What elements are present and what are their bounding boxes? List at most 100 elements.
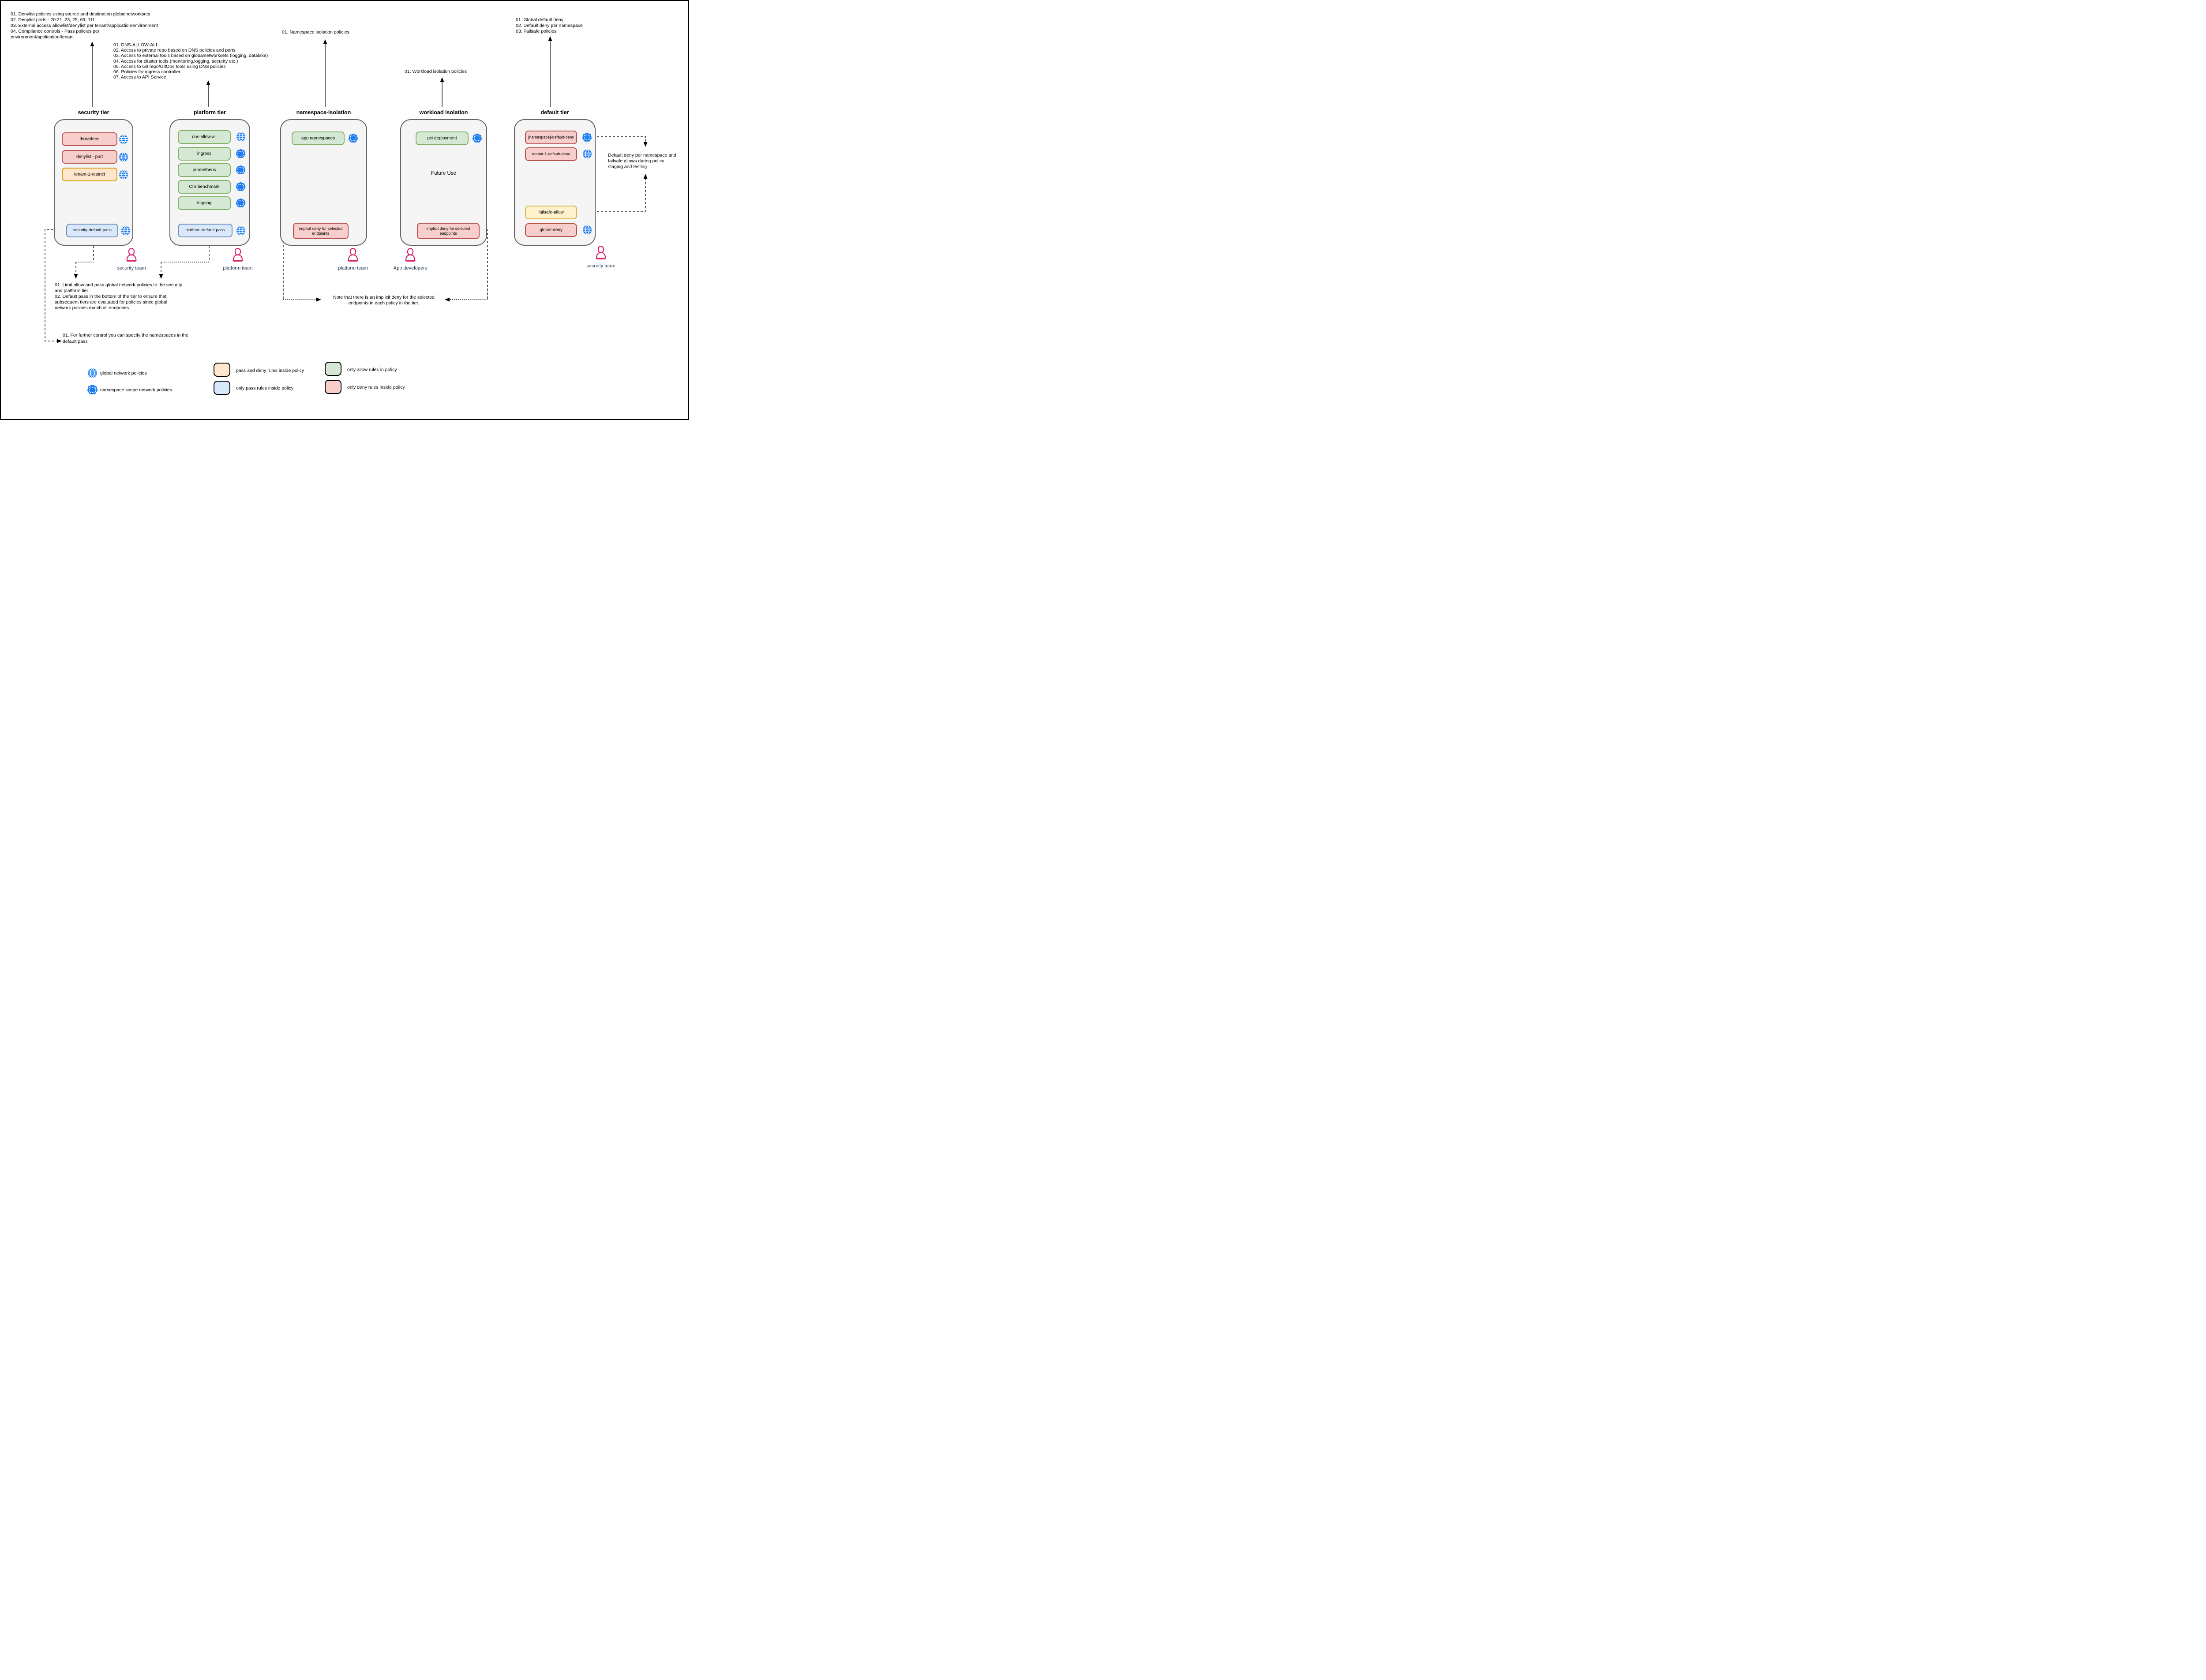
namespace-isolation-note: 01. Namespace isolation policies — [282, 30, 349, 35]
note-line: 01. Denylist policies using source and d… — [11, 11, 150, 17]
policy-failsafe-allow: failsafe-allow — [525, 206, 577, 219]
policy-ingress: ingress — [178, 147, 231, 161]
note-line: 06. Policies for ingress controller — [113, 69, 180, 75]
team-platform-1: platform team — [207, 248, 269, 271]
policy-global-deny: global-deny — [525, 223, 577, 237]
note-line: 01. Limit allow and pass global network … — [55, 282, 182, 288]
workload-isolation-note: 01. Workload isolation policies — [405, 69, 467, 74]
person-icon — [594, 246, 608, 260]
note-line: 05. Access to Git repo/GitOps tools usin… — [113, 64, 226, 69]
team-security-1: security team — [101, 248, 162, 271]
diagram-canvas: 01. Denylist policies using source and d… — [0, 0, 689, 420]
tier-title-workload-isolation: workload isolation — [419, 109, 468, 116]
policy-namespace-default-deny: [namespace]-default-deny — [525, 131, 577, 144]
note-line: 03. External access allowlist/denylist p… — [11, 23, 158, 28]
note-line: 04. Access for cluster tools (monitoring… — [113, 58, 238, 64]
namespace-scope-icon — [236, 198, 246, 208]
platform-tier-notes: 01. DNS-ALLOW-ALL 02. Access to private … — [113, 42, 268, 80]
policy-cis-benchmark: CIS benchmark — [178, 180, 231, 194]
legend-only-deny-swatch — [325, 380, 341, 394]
legend-pass-deny-label: pass and deny rules inside policy — [236, 368, 304, 373]
note-line: 02. Default pass in the bottom of the ti… — [55, 294, 167, 299]
namespace-scope-icon — [87, 384, 98, 395]
globe-icon — [236, 132, 246, 142]
note-line: 01. Global default deny — [516, 17, 563, 22]
team-label: platform team — [338, 266, 368, 271]
note-line: 02. Denylist ports - 20:21, 23, 25, 69, … — [11, 17, 95, 22]
policy-prometheus: prometheus — [178, 163, 231, 177]
note-line: 03. Failsafe policies — [516, 29, 557, 34]
tier-box-namespace-isolation: app namespaces implicit deny for selecte… — [280, 119, 367, 246]
namespace-scope-icon — [582, 132, 592, 142]
person-icon — [404, 248, 417, 262]
note-line: 01. For further control you can specify … — [63, 333, 188, 338]
globe-icon — [582, 149, 592, 159]
namespace-scope-icon — [236, 165, 246, 175]
namespace-scope-icon — [472, 133, 482, 143]
default-tier-notes: 01. Global default deny 02. Default deny… — [516, 17, 583, 34]
globe-icon — [582, 225, 592, 235]
team-app-developers: App developers — [379, 248, 441, 271]
policy-platform-default-pass: platform-default-pass — [178, 224, 233, 237]
policy-security-default-pass: security-default-pass — [66, 224, 118, 237]
note-line: staging and testing — [608, 164, 647, 169]
person-icon — [346, 248, 360, 262]
legend-namespace-label: namespace scope network policies — [100, 387, 172, 393]
tier-title-default: default tier — [540, 109, 569, 116]
policy-app-namespaces: app namespaces — [292, 131, 345, 145]
globe-icon — [236, 226, 246, 236]
policy-logging: logging — [178, 196, 231, 210]
tier-box-platform: dns-allow-all ingress prometheus CIS ben… — [169, 119, 250, 246]
note-line: 04. Compliance controls - Pass policies … — [11, 29, 100, 34]
globe-icon — [87, 368, 98, 378]
note-line: endpoints in each policy in the tier. — [348, 300, 420, 306]
note-line: environment/application/tenant — [11, 34, 74, 40]
staging-note: Default deny per namespace and failsafe … — [608, 153, 676, 170]
policy-pci-deployment: pci deployment — [416, 131, 469, 145]
future-use-label: Future Use — [431, 171, 456, 176]
legend-only-pass-label: only pass rules inside policy — [236, 386, 294, 391]
implicit-deny-note: Note that there is an implicit deny for … — [304, 295, 463, 306]
default-pass-note: 01. Limit allow and pass global network … — [55, 282, 182, 311]
note-line: default pass — [63, 338, 88, 344]
security-tier-notes: 01. Denylist policies using source and d… — [11, 11, 158, 40]
note-line: and platform tier — [55, 288, 88, 293]
policy-tenant-1-restrict: tenant-1-restrict — [62, 168, 117, 181]
note-line: 07. Access to API Service — [113, 75, 166, 80]
further-control-note: 01. For further control you can specify … — [63, 333, 188, 345]
legend-only-allow-label: only allow rules in policy — [347, 367, 397, 372]
globe-icon — [119, 152, 128, 162]
tier-title-security: security tier — [78, 109, 109, 116]
legend-global-label: global network policies — [100, 371, 147, 376]
tier-box-security: threatfeed denylist - port tenant-1-rest… — [54, 119, 133, 246]
policy-implicit-deny: implicit deny for selected endpoints — [417, 223, 480, 239]
legend-pass-deny-swatch — [214, 363, 230, 377]
note-line: Default deny per namespace and — [608, 153, 676, 158]
note-line: failsafe allows during policy — [608, 158, 664, 164]
namespace-scope-icon — [236, 182, 246, 192]
note-line: 02. Access to private repo based on DNS … — [113, 48, 236, 53]
team-platform-2: platform team — [322, 248, 384, 271]
team-label: App developers — [393, 266, 428, 271]
team-security-2: security team — [570, 246, 632, 269]
note-line: subsequent tiers are evaluated for polic… — [55, 300, 168, 305]
globe-icon — [121, 226, 131, 236]
globe-icon — [119, 170, 128, 180]
legend-only-pass-swatch — [214, 381, 230, 395]
tier-box-default: [namespace]-default-deny tenant-1-defaul… — [514, 119, 596, 246]
legend-only-deny-label: only deny rules inside policy — [347, 385, 405, 390]
note-line: network policies match all endpoints — [55, 305, 129, 311]
namespace-scope-icon — [348, 133, 358, 143]
policy-threatfeed: threatfeed — [62, 132, 117, 146]
namespace-scope-icon — [236, 149, 246, 159]
team-label: security team — [586, 263, 615, 269]
tier-title-namespace-isolation: namespace-isolation — [296, 109, 351, 116]
team-label: security team — [117, 266, 146, 271]
policy-implicit-deny: implicit deny for selected endpoints — [293, 223, 349, 239]
tier-title-platform: platform tier — [194, 109, 226, 116]
policy-tenant-1-default-deny: tenant-1-default-deny — [525, 147, 577, 161]
note-line: Note that there is an implicit deny for … — [333, 295, 435, 300]
legend-only-allow-swatch — [325, 362, 341, 376]
person-icon — [231, 248, 244, 262]
policy-dns-allow-all: dns-allow-all — [178, 130, 231, 144]
